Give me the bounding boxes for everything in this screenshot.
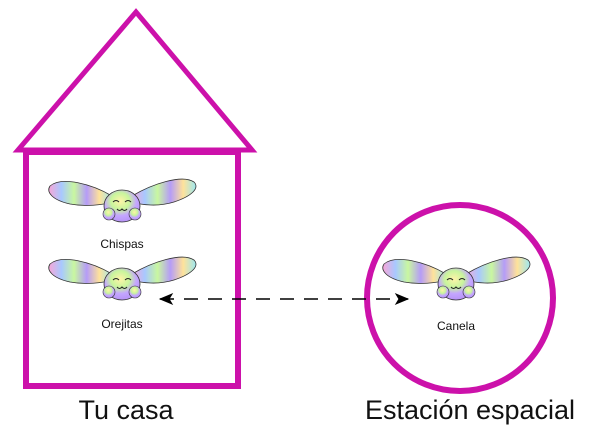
- bunny-head-icon: [48, 178, 197, 223]
- bunny-canela: Canela: [382, 256, 531, 333]
- bunny-chispas: Chispas: [48, 178, 197, 251]
- bunny-label-orejitas: Orejitas: [101, 317, 142, 331]
- station-caption: Estación espacial: [365, 395, 575, 425]
- bunny-label-canela: Canela: [437, 319, 475, 333]
- house-caption: Tu casa: [78, 395, 174, 425]
- house-group: Chispas Orejitas Tu casa: [12, 8, 258, 425]
- house-body: [23, 149, 241, 389]
- bunny-label-chispas: Chispas: [100, 237, 143, 251]
- house-roof: [12, 8, 258, 153]
- bunny-head-icon: [48, 256, 197, 301]
- station-group: Canela Estación espacial: [364, 202, 575, 425]
- bunny-orejitas: Orejitas: [48, 256, 197, 331]
- bunny-head-icon: [382, 256, 531, 301]
